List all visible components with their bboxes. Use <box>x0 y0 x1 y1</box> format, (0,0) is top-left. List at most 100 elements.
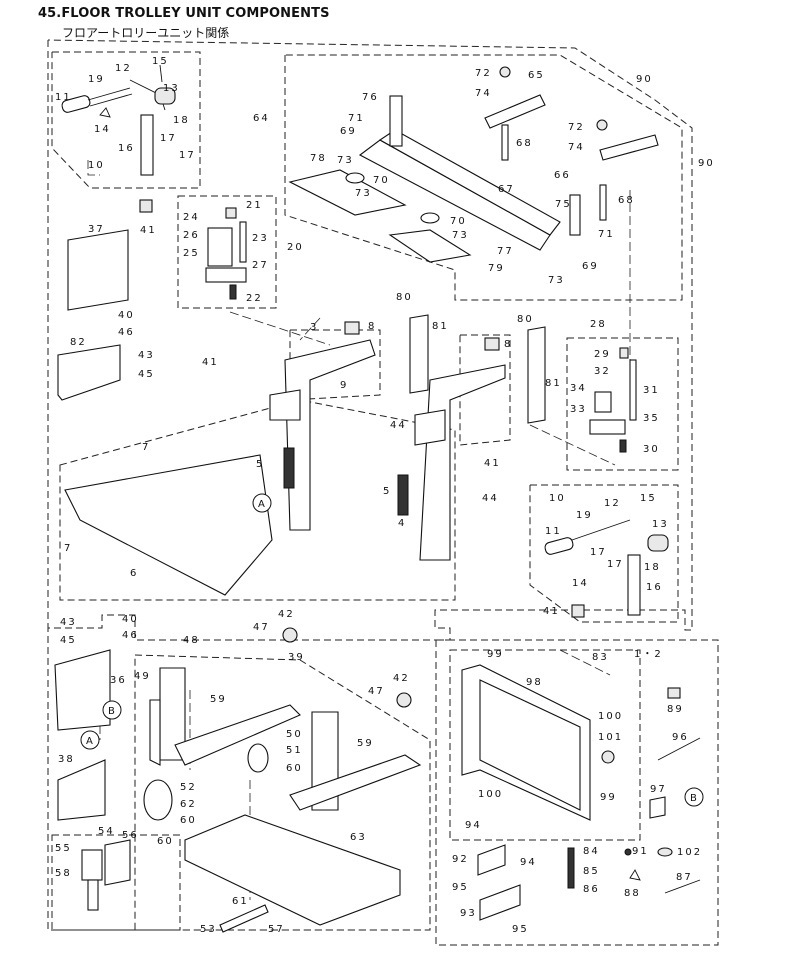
rod-96 <box>657 737 701 761</box>
part-label: 73 <box>548 275 565 286</box>
part-label: 44 <box>482 493 499 504</box>
part-label: 37 <box>88 224 105 235</box>
page-title: 45.FLOOR TROLLEY UNIT COMPONENTS <box>38 6 330 21</box>
part-label: 9 <box>340 380 348 391</box>
part-label: 91 <box>632 846 649 857</box>
bracket-92 <box>477 844 506 876</box>
part-label: 50 <box>286 729 303 740</box>
part-label: 56 <box>122 830 139 841</box>
part-label: 72 <box>475 68 492 79</box>
part-label: 47 <box>253 622 270 633</box>
part-label: 60 <box>180 815 197 826</box>
group-outline-10b <box>529 484 679 623</box>
part-label: 17 <box>590 547 607 558</box>
part-label: 86 <box>583 884 600 895</box>
part-label: 42 <box>278 609 295 620</box>
part-label: 4 <box>398 518 406 529</box>
part-label: 6 <box>130 568 138 579</box>
part-label: 15 <box>152 56 169 67</box>
part-label: 74 <box>475 88 492 99</box>
plate-97 <box>649 796 666 819</box>
ref-b-label: B <box>690 793 697 804</box>
part-label: 41 <box>140 225 157 236</box>
ref-a-label: A <box>258 499 265 510</box>
part-label: 67 <box>498 184 515 195</box>
part-label: 64 <box>253 113 270 124</box>
part-label: 94 <box>520 857 537 868</box>
part-label: 96 <box>672 732 689 743</box>
part-label: 85 <box>583 866 600 877</box>
part-label: 72 <box>568 122 585 133</box>
part-label: 78 <box>310 153 327 164</box>
part-label: 82 <box>70 337 87 348</box>
part-label: 69 <box>340 126 357 137</box>
part-label: 62 <box>180 799 197 810</box>
part-label: 58 <box>55 868 72 879</box>
part-label: 16 <box>118 143 135 154</box>
part-label: 43 <box>60 617 77 628</box>
part-label: 61 <box>232 896 249 907</box>
part-label: 22 <box>246 293 263 304</box>
panel-37 <box>67 229 129 311</box>
part-label: 41 <box>543 606 560 617</box>
leader <box>529 424 616 466</box>
part-label: 8 <box>368 321 376 332</box>
part-label: 90 <box>698 158 715 169</box>
part-label: 70 <box>373 175 390 186</box>
part-label: 75 <box>555 199 572 210</box>
part-label: 70 <box>450 216 467 227</box>
part-label: 29 <box>594 349 611 360</box>
part-label: 21 <box>246 200 263 211</box>
part-label: 47 <box>368 686 385 697</box>
part-label: 89 <box>667 704 684 715</box>
part-label: 10 <box>549 493 566 504</box>
part-label: 76 <box>362 92 379 103</box>
part-label: 99 <box>600 792 617 803</box>
brackets-81 <box>409 314 546 424</box>
part-label: 39 <box>288 652 305 663</box>
part-label: 44 <box>390 420 407 431</box>
part-label: 5 <box>383 486 391 497</box>
part-label: 25 <box>183 248 200 259</box>
part-label: 66 <box>554 170 571 181</box>
part-label: 100 <box>478 789 503 800</box>
part-label: 7 <box>142 442 150 453</box>
group-outline-8b <box>459 334 511 446</box>
part-label: 88 <box>624 888 641 899</box>
panel-6 <box>64 454 273 596</box>
part-label: 13 <box>652 519 669 530</box>
leader <box>299 317 321 341</box>
part-label: 17 <box>607 559 624 570</box>
part-label: 102 <box>677 847 702 858</box>
group-outline-54 <box>51 834 181 931</box>
leader <box>87 160 100 176</box>
part-label: 87 <box>676 872 693 883</box>
bracket-93 <box>479 884 521 921</box>
rod-87 <box>664 879 701 894</box>
leader <box>559 649 611 676</box>
part-label: 18 <box>644 562 661 573</box>
part-label: 13 <box>163 83 180 94</box>
part-label: 100 <box>598 711 623 722</box>
part-label: 20 <box>287 242 304 253</box>
part-label: 80 <box>517 314 534 325</box>
part-label: 45 <box>60 635 77 646</box>
door-frame-98 <box>461 664 681 821</box>
ref-a-marker <box>252 493 272 513</box>
leg-base-50 <box>289 711 422 811</box>
part-label: 95 <box>452 882 469 893</box>
part-label: 51 <box>286 745 303 756</box>
part-label: 65 <box>528 70 545 81</box>
part-label: 97 <box>650 784 667 795</box>
part-label: 14 <box>572 578 589 589</box>
part-label: 15 <box>640 493 657 504</box>
part-label: 41 <box>484 458 501 469</box>
ref-b-marker <box>102 700 122 720</box>
part-label: 5 <box>256 459 264 470</box>
part-label: 90 <box>636 74 653 85</box>
part-label: 11 <box>545 526 562 537</box>
part-label: 95 <box>512 924 529 935</box>
part-label: 59 <box>210 694 227 705</box>
part-label: 40 <box>118 310 135 321</box>
part-label: 52 <box>180 782 197 793</box>
